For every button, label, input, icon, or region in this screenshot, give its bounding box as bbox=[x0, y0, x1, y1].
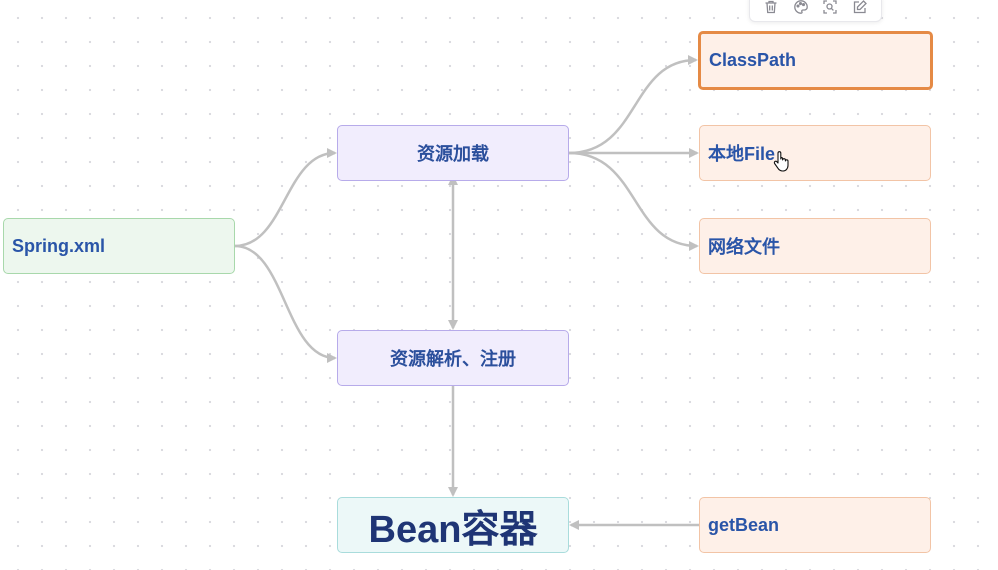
node-get-bean[interactable]: getBean bbox=[699, 497, 931, 553]
edit-icon[interactable] bbox=[850, 0, 870, 17]
node-spring-xml-label: Spring.xml bbox=[12, 235, 106, 256]
node-resource-parsing[interactable]: 资源解析、注册 bbox=[337, 330, 569, 386]
hand-cursor-icon bbox=[773, 151, 789, 172]
node-resource-loading-label: 资源加载 bbox=[417, 144, 489, 164]
node-classpath-label: ClassPath bbox=[709, 50, 797, 70]
node-local-file-label: 本地File bbox=[708, 144, 776, 164]
node-local-file[interactable]: 本地File bbox=[699, 125, 931, 181]
trash-icon[interactable] bbox=[761, 0, 781, 17]
edge-spring-to-parse bbox=[234, 244, 337, 363]
node-bean-container-label: Bean容器 bbox=[368, 508, 538, 551]
node-network-file[interactable]: 网络文件 bbox=[699, 218, 931, 274]
node-bean-container[interactable]: Bean容器 bbox=[337, 497, 569, 553]
node-classpath[interactable]: ClassPath bbox=[698, 31, 933, 90]
node-network-file-label: 网络文件 bbox=[708, 237, 780, 257]
edge-load-to-classpath bbox=[568, 55, 698, 155]
palette-icon[interactable] bbox=[791, 0, 811, 17]
edge-spring-to-load bbox=[234, 148, 337, 248]
node-toolbar bbox=[749, 0, 882, 22]
node-get-bean-label: getBean bbox=[708, 514, 780, 535]
node-spring-xml[interactable]: Spring.xml bbox=[3, 218, 235, 274]
node-resource-loading[interactable]: 资源加载 bbox=[337, 125, 569, 181]
zoom-icon[interactable] bbox=[820, 0, 840, 17]
node-resource-parsing-label: 资源解析、注册 bbox=[390, 349, 516, 369]
edge-load-to-web bbox=[568, 151, 699, 251]
